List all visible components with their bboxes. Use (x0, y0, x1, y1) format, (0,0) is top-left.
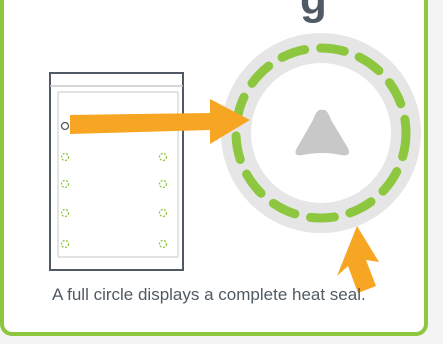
caption-text: A full circle displays a complete heat s… (52, 285, 366, 304)
title-fragment: g (300, 0, 327, 22)
bag-outline (49, 72, 184, 271)
pointer-arrow-icon (70, 99, 250, 144)
seal-dot (60, 152, 70, 162)
seal-dot-highlighted (60, 121, 70, 131)
triangle-center-icon (295, 109, 350, 156)
seal-dot (60, 179, 70, 189)
seal-dot (158, 179, 168, 189)
seal-dot (158, 152, 168, 162)
seal-dot (60, 239, 70, 249)
seal-dot (60, 208, 70, 218)
seal-dot (158, 239, 168, 249)
up-arrow-icon (337, 226, 379, 293)
seal-dot (158, 208, 168, 218)
seal-dots (60, 121, 168, 249)
